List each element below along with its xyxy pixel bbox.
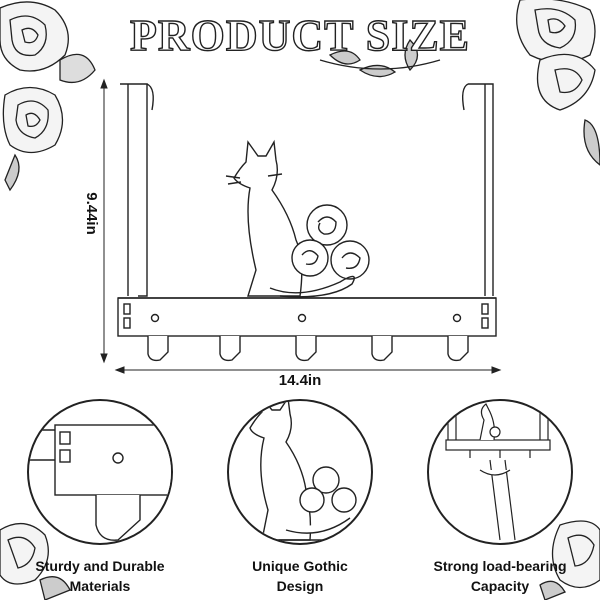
feature-caption-line: Strong load-bearing [433, 558, 567, 574]
feature-caption-design: Unique Gothic Design [215, 556, 385, 596]
rose-top-right-icon [516, 0, 600, 166]
roses-ornament-icon [269, 204, 370, 298]
feature-caption-line: Materials [69, 578, 131, 594]
feature-detail-material-icon [27, 399, 173, 545]
page-title: PRODUCT SIZE [129, 10, 471, 60]
feature-detail-capacity-icon [427, 399, 573, 545]
feature-caption-line: Design [276, 578, 324, 594]
leaf-sprig-icon [319, 38, 441, 78]
cat-silhouette-icon [225, 139, 303, 297]
feature-caption-line: Sturdy and Durable [35, 558, 165, 574]
hooks [147, 336, 469, 362]
feature-detail-design-icon [227, 399, 373, 545]
rose-top-left-icon [0, 1, 96, 84]
feature-caption-material: Sturdy and Durable Materials [15, 556, 185, 596]
rose-bottom-left-icon [0, 523, 71, 600]
bottom-rail [117, 297, 497, 337]
rose-left-icon [2, 86, 64, 192]
rose-bottom-right-icon [539, 520, 600, 600]
right-hanger-arm [461, 83, 494, 296]
feature-caption-line: Capacity [470, 578, 530, 594]
width-dimension-label: 14.4in [278, 372, 322, 389]
feature-caption-capacity: Strong load-bearing Capacity [415, 556, 585, 596]
left-hanger-arm [120, 83, 154, 297]
dimension-lines [100, 78, 502, 374]
feature-caption-line: Unique Gothic [252, 558, 348, 574]
